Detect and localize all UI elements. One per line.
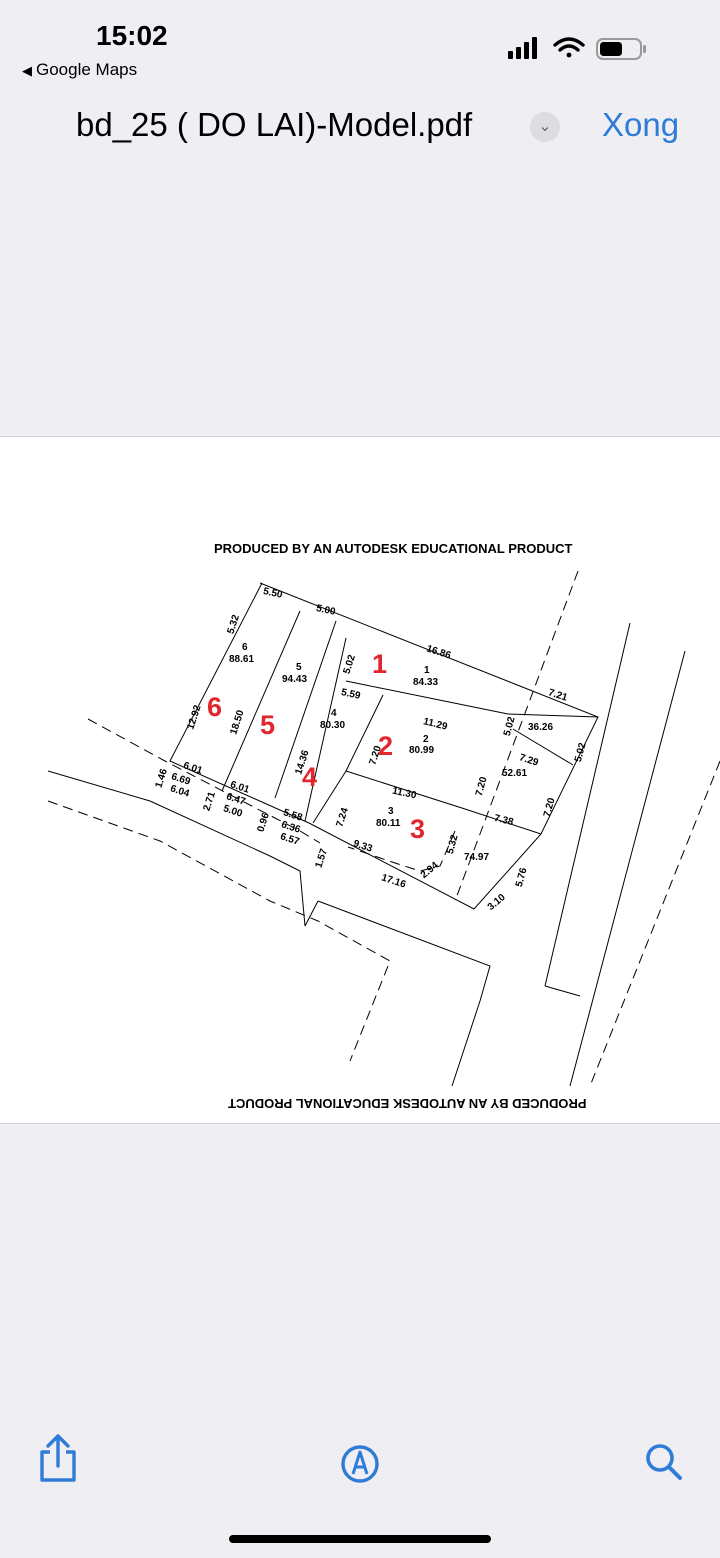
plot-number-1: 1 [424,665,430,676]
back-app-label: Google Maps [36,60,138,79]
area-label: 52.61 [502,768,528,779]
plot-area-2: 80.99 [409,745,435,756]
bottom-toolbar [0,1430,720,1500]
share-icon[interactable] [34,1430,82,1490]
markup-icon[interactable] [336,1430,384,1490]
plot-label-3: 3 [410,814,426,844]
wifi-icon [553,37,585,58]
plot-number-6: 6 [242,642,248,653]
plot-label-4: 4 [302,762,318,792]
document-title: bd_25 ( DO LAI)-Model.pdf [76,106,473,143]
status-time: 15:02 [96,20,168,51]
plot-area-1: 84.33 [413,677,439,688]
battery-icon [596,38,646,60]
plot-area-3: 80.11 [376,818,401,829]
plot-area-6: 88.61 [229,654,255,665]
home-indicator[interactable] [229,1535,491,1543]
search-icon[interactable] [640,1430,688,1490]
plot-area-5: 94.43 [282,674,308,685]
cellular-signal-icon [508,37,537,59]
area-label: 36.26 [528,722,554,733]
watermark-bottom: PRODUCED BY AN AUTODESK EDUCATIONAL PROD… [228,1096,587,1111]
plot-number-4: 4 [331,708,337,719]
watermark-top: PRODUCED BY AN AUTODESK EDUCATIONAL PROD… [214,541,573,556]
chevron-down-icon[interactable]: ⌄ [530,112,560,142]
plot-number-2: 2 [423,734,429,745]
cadastral-drawing [47,570,720,1087]
back-arrow-icon: ◀ [22,63,32,78]
plot-label-6: 6 [207,692,223,722]
back-to-app-link[interactable]: ◀ Google Maps [22,60,137,80]
status-bar: 15:02 ◀ Google Maps [0,0,720,90]
plot-number-3: 3 [388,806,394,817]
plot-label-5: 5 [260,710,276,740]
plot-label-1: 1 [372,649,388,679]
plot-number-5: 5 [296,662,302,673]
done-button[interactable]: Xong [602,106,680,143]
system-icons [508,37,646,60]
area-label: 74.97 [464,852,490,863]
pdf-page[interactable]: PRODUCED BY AN AUTODESK EDUCATIONAL PROD… [0,436,720,1124]
plot-label-2: 2 [378,731,394,761]
plot-area-4: 80.30 [320,720,346,731]
